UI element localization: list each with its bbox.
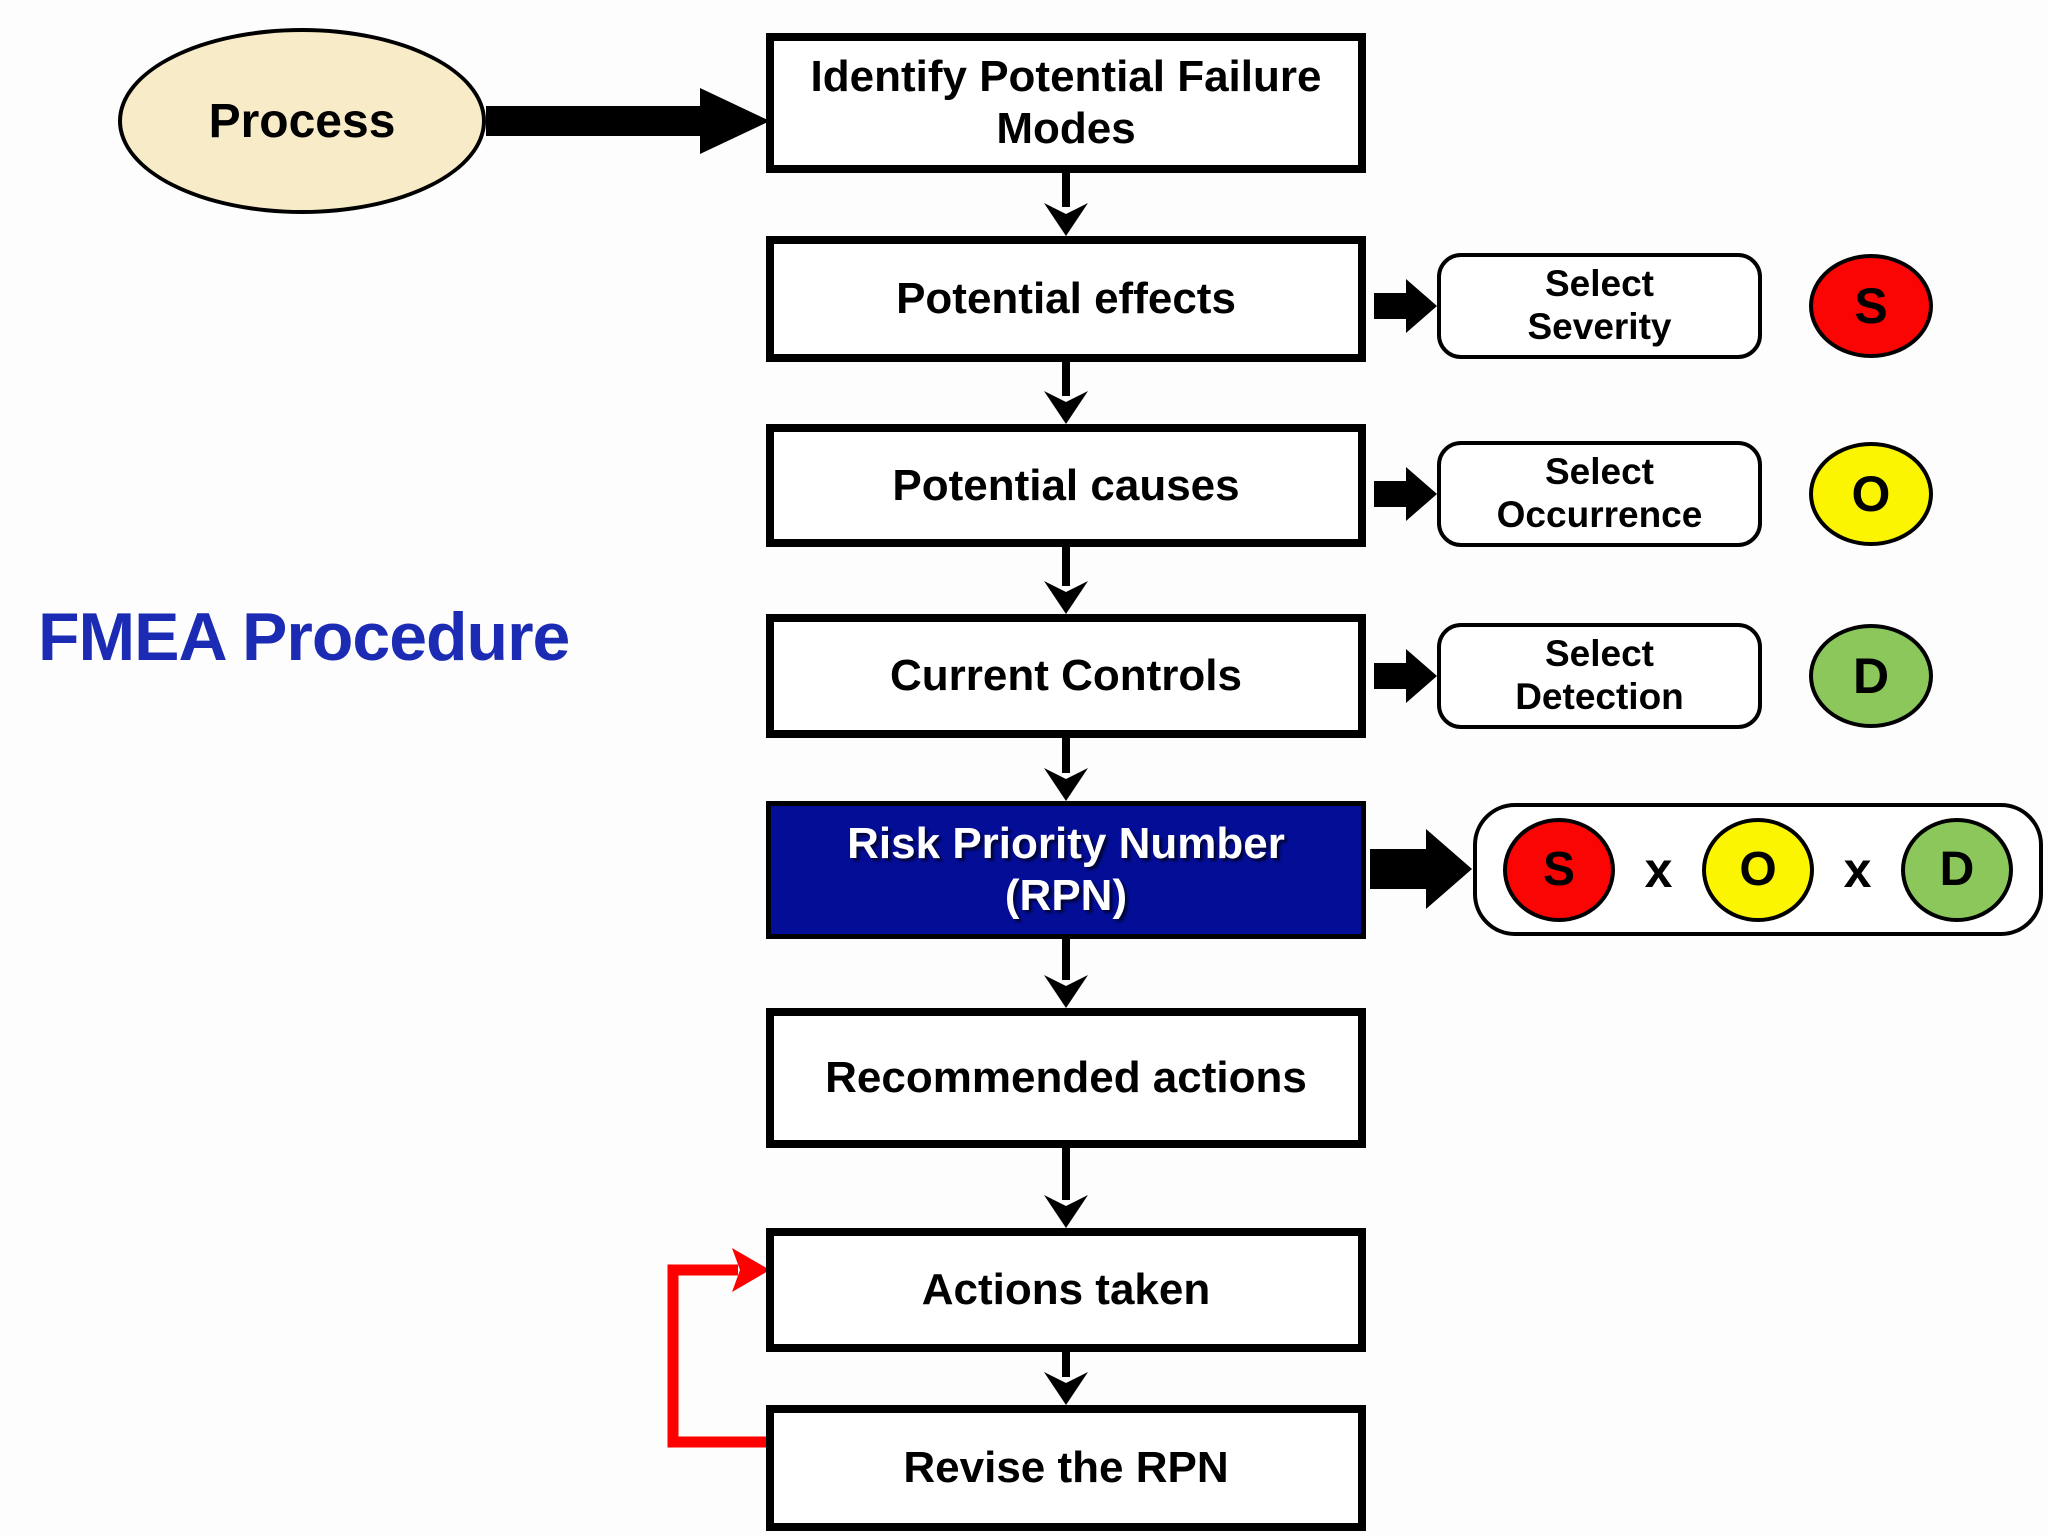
feedback-loop-arrow (667, 1248, 770, 1448)
arrow-rpn-to-recommended (1044, 939, 1088, 1008)
severity-badge: S (1809, 254, 1933, 358)
flow-box-label: Current Controls (890, 651, 1242, 701)
arrow-controls-to-detection (1374, 649, 1437, 703)
select-label-line2: Severity (1527, 306, 1672, 347)
arrow-identify-to-effects (1044, 173, 1088, 236)
flow-box-label: Potential effects (896, 274, 1236, 324)
rpn-formula-pill: S x O x D (1473, 803, 2043, 936)
flow-box-risk-priority-number: Risk Priority Number (RPN) (766, 801, 1366, 939)
formula-s-letter: S (1542, 843, 1575, 896)
detection-letter: D (1852, 648, 1890, 704)
flow-box-identify-failure-modes: Identify Potential Failure Modes (766, 33, 1366, 173)
arrow-causes-to-occurrence (1374, 467, 1437, 521)
flow-box-label: Revise the RPN (903, 1443, 1229, 1493)
process-label: Process (208, 94, 396, 148)
arrow-rpn-to-formula (1370, 829, 1472, 909)
select-label-line2: Detection (1515, 676, 1684, 717)
occurrence-badge: O (1809, 442, 1933, 546)
flow-box-label: Recommended actions (825, 1053, 1307, 1103)
flow-box-potential-causes: Potential causes (766, 424, 1366, 547)
select-label-line2: Occurrence (1496, 494, 1703, 535)
arrow-recommended-to-actions (1044, 1148, 1088, 1228)
flow-box-actions-taken: Actions taken (766, 1228, 1366, 1352)
occurrence-letter: O (1851, 466, 1891, 522)
select-label-line1: Select (1544, 263, 1654, 305)
rpn-label-line2: (RPN) (1004, 871, 1128, 920)
flow-box-label: Potential causes (892, 460, 1240, 510)
select-severity-box: Select Severity (1437, 253, 1762, 359)
rpn-label-line1: Risk Priority Number (847, 819, 1285, 869)
detection-badge: D (1809, 624, 1933, 728)
formula-occurrence-circle: O (1702, 817, 1814, 922)
page-title: FMEA Procedure (38, 599, 570, 675)
arrow-actions-to-revise (1044, 1352, 1088, 1405)
arrow-controls-to-rpn (1044, 738, 1088, 801)
select-occurrence-box: Select Occurrence (1437, 441, 1762, 547)
arrow-effects-to-severity (1374, 279, 1437, 333)
multiply-sign: x (1644, 841, 1673, 898)
formula-o-letter: O (1739, 843, 1777, 896)
arrow-process-to-identify (486, 88, 770, 154)
flow-box-potential-effects: Potential effects (766, 236, 1366, 362)
flow-box-label: Actions taken (921, 1265, 1211, 1315)
severity-letter: S (1854, 278, 1888, 334)
formula-d-letter: D (1939, 843, 1975, 896)
select-label-line1: Select (1544, 633, 1654, 675)
flow-box-recommended-actions: Recommended actions (766, 1008, 1366, 1148)
formula-detection-circle: D (1901, 817, 2013, 922)
flow-box-revise-rpn: Revise the RPN (766, 1405, 1366, 1531)
flow-box-label: Identify Potential Failure Modes (810, 52, 1322, 153)
select-label-line1: Select (1544, 451, 1654, 493)
select-detection-box: Select Detection (1437, 623, 1762, 729)
process-ellipse: Process (118, 28, 486, 214)
arrow-effects-to-causes (1044, 362, 1088, 424)
formula-severity-circle: S (1503, 817, 1615, 922)
flow-box-current-controls: Current Controls (766, 614, 1366, 738)
arrow-causes-to-controls (1044, 547, 1088, 614)
multiply-sign: x (1843, 841, 1872, 898)
